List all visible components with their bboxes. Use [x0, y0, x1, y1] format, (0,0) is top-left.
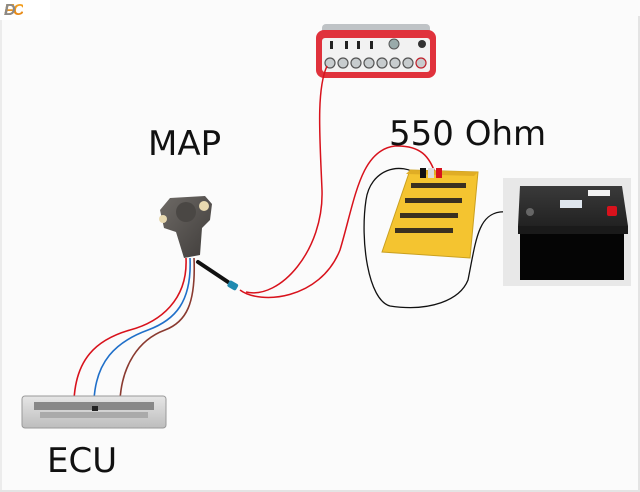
wire-probe-to-resistor: [239, 145, 437, 299]
wire-brown-ecu: [119, 257, 196, 401]
wire-scope-to-probe: [245, 65, 328, 294]
logo-text-d: D: [4, 2, 16, 19]
oscilloscope-connectors: [324, 57, 427, 69]
wire-red-ecu: [73, 257, 187, 401]
logo-text-fc: FC: [4, 2, 24, 20]
fcd-logo: FCD: [0, 0, 50, 20]
map-sensor: [159, 196, 239, 291]
map-label: MAP: [148, 124, 222, 164]
slide-border-right: [638, 16, 640, 492]
resistor-value-label: 550 Ohm: [389, 114, 547, 154]
slide-border-bottom: [0, 490, 640, 492]
ecu-connector: [21, 395, 167, 429]
slide-border-left: [0, 20, 2, 492]
car-battery: [503, 178, 631, 286]
oscilloscope-module: [316, 24, 436, 78]
wire-blue-ecu: [93, 257, 191, 401]
wire-resistor-to-battery: [363, 167, 523, 309]
resistor-decade-box: [381, 168, 479, 259]
ecu-label: ECU: [47, 441, 118, 481]
